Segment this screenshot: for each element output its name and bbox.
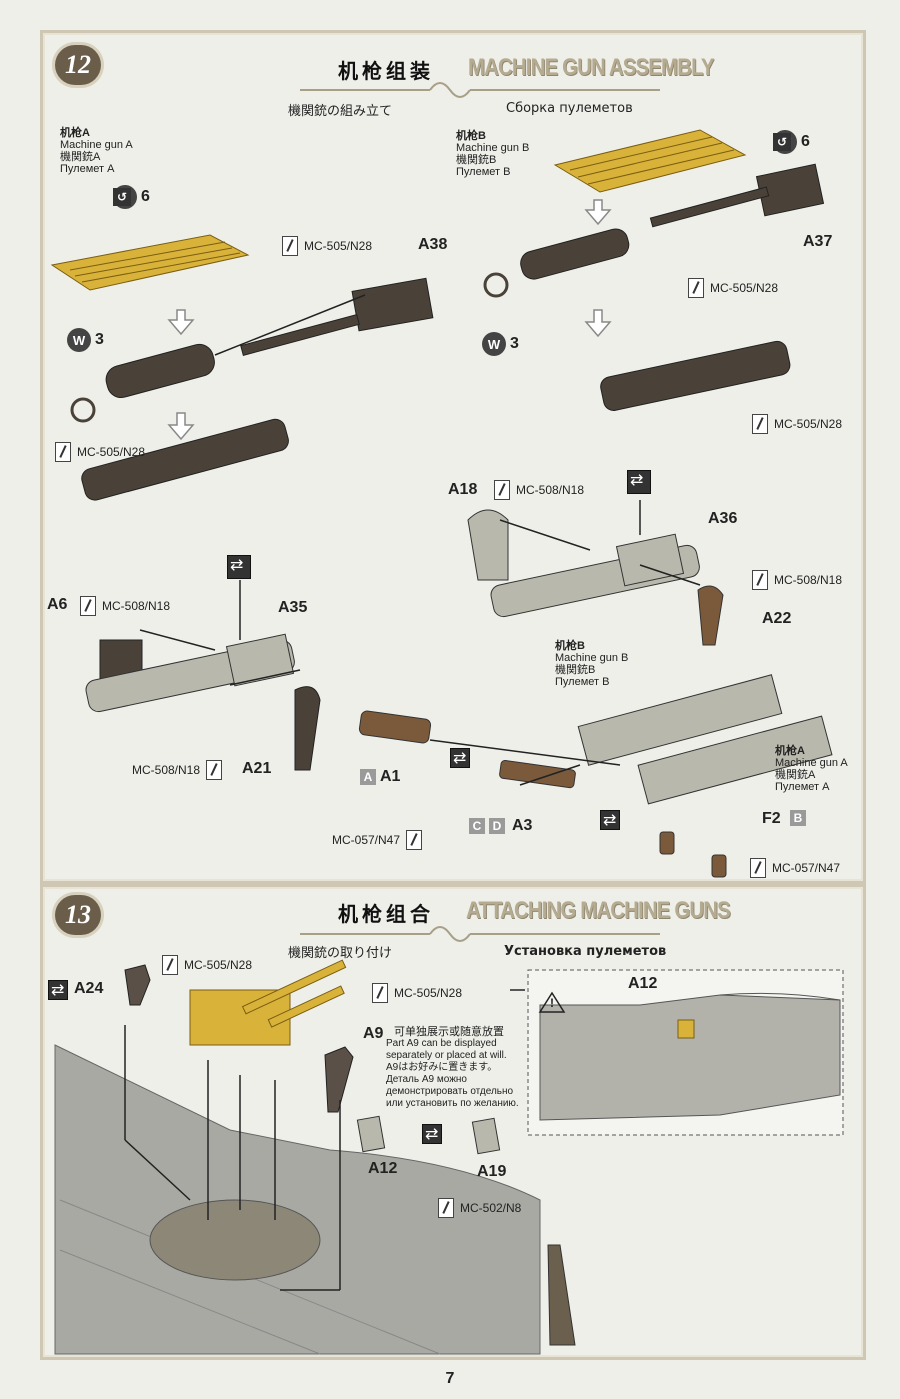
paint-brush-icon bbox=[55, 442, 71, 462]
down-arrows bbox=[167, 199, 612, 441]
part-a18: A18 bbox=[448, 481, 478, 498]
paint-brush-icon bbox=[752, 570, 768, 590]
gun-a-label: 机枪A Machine gun A 機関銃A Пулемет A bbox=[60, 127, 133, 175]
paint-brush-icon bbox=[438, 1198, 454, 1218]
photoetch-sheet-a bbox=[50, 234, 250, 291]
step13-title-cn: 机枪组合 bbox=[338, 902, 434, 926]
paint-callout: MC-508/N18 bbox=[494, 480, 584, 500]
step13-title-en: ATTACHING MACHINE GUNS bbox=[466, 897, 731, 924]
a9-note: 可单独展示或随意放置 Part A9 can be displayed sepa… bbox=[386, 1026, 519, 1109]
swap-icon bbox=[48, 980, 68, 1000]
part-a12-inset: A12 bbox=[628, 975, 658, 992]
paint-callout: MC-505/N28 bbox=[688, 278, 778, 298]
paint-callout: MC-508/N18 bbox=[752, 570, 842, 590]
step12-title-cn: 机枪组装 bbox=[338, 59, 434, 83]
part-a24: A24 bbox=[74, 980, 104, 997]
step13-dark-parts bbox=[124, 964, 354, 1113]
step13-subtitle-jp: 機関銃の取り付け bbox=[288, 946, 393, 961]
sprue-c-badge: C bbox=[469, 818, 485, 834]
swap-icon bbox=[422, 1124, 442, 1144]
paint-brush-icon bbox=[206, 760, 223, 780]
paint-callout: MC-505/N28 bbox=[162, 955, 252, 975]
paint-callout: MC-508/N18 bbox=[80, 596, 170, 616]
paint-callout: MC-057/N47 bbox=[332, 830, 423, 850]
part-a36: A36 bbox=[708, 510, 738, 527]
rotate-icon: ↺ bbox=[773, 133, 791, 151]
paint-brush-icon bbox=[688, 278, 704, 298]
w-icon: W bbox=[482, 332, 506, 356]
w6-badge-a: W6 ↺ bbox=[113, 185, 150, 209]
rotate-icon: ↺ bbox=[113, 188, 131, 206]
part-a3: A3 bbox=[512, 817, 533, 834]
sprue-b-badge: B bbox=[790, 810, 806, 826]
step12-number: 12 bbox=[55, 45, 101, 85]
part-a37: A37 bbox=[803, 233, 833, 250]
step12-title-en: MACHINE GUN ASSEMBLY bbox=[468, 54, 714, 81]
part-a38: A38 bbox=[418, 236, 448, 253]
paint-brush-icon bbox=[494, 480, 510, 500]
part-a19: A19 bbox=[477, 1163, 507, 1180]
paint-brush-icon bbox=[752, 414, 768, 434]
plane-fuselage bbox=[54, 1044, 576, 1355]
gun-a-light bbox=[85, 509, 833, 805]
paint-callout: MC-505/N28 bbox=[55, 442, 145, 462]
sprue-d-badge: D bbox=[489, 818, 505, 834]
paint-callout: MC-505/N28 bbox=[752, 414, 842, 434]
swap-icon bbox=[627, 470, 651, 494]
swap-icon bbox=[227, 555, 251, 579]
photoetch-sheet-b bbox=[553, 129, 747, 193]
part-a6: A6 bbox=[47, 596, 68, 613]
gun-b-label-2: 机枪B Machine gun B 機関銃B Пулемет B bbox=[555, 640, 629, 688]
paint-brush-icon bbox=[80, 596, 96, 616]
w6-badge-b: W6 ↺ bbox=[773, 130, 810, 154]
gun-b-label: 机枪B Machine gun B 機関銃B Пулемет B bbox=[456, 130, 530, 178]
swap-icon bbox=[450, 748, 470, 768]
assembly-lines bbox=[124, 294, 701, 1291]
brass-gun-pair bbox=[189, 959, 347, 1046]
paint-brush-icon bbox=[750, 858, 766, 878]
step13-number: 13 bbox=[55, 895, 101, 935]
step12-subtitle-ru: Сборка пулеметов bbox=[506, 101, 633, 116]
paint-callout: MC-505/N28 bbox=[372, 983, 462, 1003]
part-a12: A12 bbox=[368, 1160, 398, 1177]
part-f2: F2 bbox=[762, 810, 781, 827]
part-a21: A21 bbox=[242, 760, 272, 777]
part-a35: A35 bbox=[278, 599, 308, 616]
step13-subtitle-ru: Установка пулеметов bbox=[504, 944, 667, 959]
paint-brush-icon bbox=[406, 830, 423, 850]
paint-callout: MC-502/N8 bbox=[438, 1198, 521, 1218]
header-ornament bbox=[300, 82, 660, 942]
muzzle-ring-b bbox=[483, 272, 509, 298]
part-a9: A9 bbox=[363, 1025, 384, 1042]
step12-frame bbox=[40, 30, 866, 884]
muzzle-ring-a bbox=[70, 397, 96, 423]
step12-subtitle-jp: 機関銃の組み立て bbox=[288, 104, 393, 119]
warning-icon: ! bbox=[550, 996, 554, 1010]
part-a1: A1 bbox=[380, 768, 401, 785]
paint-brush-icon bbox=[372, 983, 388, 1003]
page-number: 7 bbox=[445, 1370, 455, 1387]
detail-inset bbox=[527, 969, 844, 1136]
sprue-a-badge: A bbox=[360, 769, 376, 785]
gun-a-label-2: 机枪A Machine gun A 機関銃A Пулемет A bbox=[775, 745, 848, 793]
part-a22: A22 bbox=[762, 610, 792, 627]
paint-brush-icon bbox=[162, 955, 178, 975]
step13-frame bbox=[40, 884, 866, 1360]
paint-callout: MC-508/N18 bbox=[132, 760, 223, 780]
step13-light-parts bbox=[356, 1115, 501, 1155]
swap-icon bbox=[600, 810, 620, 830]
paint-callout: MC-505/N28 bbox=[282, 236, 372, 256]
paint-callout: MC-057/N47 bbox=[750, 858, 840, 878]
paint-brush-icon bbox=[282, 236, 298, 256]
small-wood-parts bbox=[358, 585, 727, 878]
w-icon: W bbox=[67, 328, 91, 352]
